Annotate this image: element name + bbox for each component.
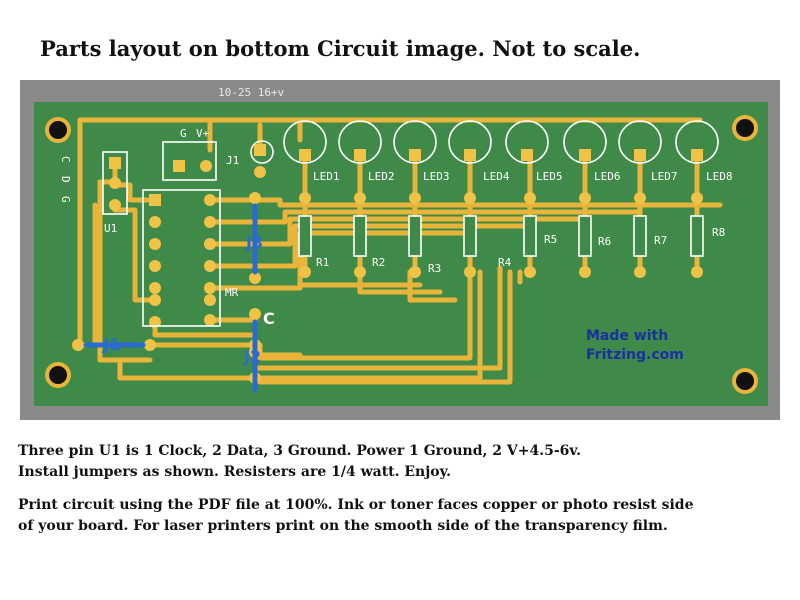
j3-label: J3 [245,233,263,252]
resistor-label: R3 [428,262,441,275]
credit-line-2: Fritzing.com [586,347,684,363]
instruction-line: Print circuit using the PDF file at 100%… [18,497,694,513]
instruction-line: of your board. For laser printers print … [18,518,668,534]
mounting-holes [45,115,758,394]
led-label: LED1 [313,170,340,183]
instruction-line: Install jumpers as shown. Resisters are … [18,464,452,480]
led-label: LED4 [483,170,510,183]
u1-label: U1 [104,222,117,235]
resistor-label: R1 [316,256,329,269]
side-pin-c: C [59,156,72,163]
side-pin-g: G [59,196,72,203]
credit-line-1: Made with [586,328,668,344]
led-label: LED7 [651,170,678,183]
resistor-label: R7 [654,234,667,247]
j1-label: J1 [102,335,120,354]
mr-label: MR [225,286,239,299]
led-outlines [283,120,719,164]
version-label: 10-25 16+v [218,86,285,99]
silkscreen-outlines [102,140,274,327]
resistor-label: R5 [544,233,557,246]
instruction-paragraph-1: Three pin U1 is 1 Clock, 2 Data, 3 Groun… [18,441,581,483]
resistor-label: R2 [372,256,385,269]
page-title: Parts layout on bottom Circuit image. No… [40,36,641,61]
instruction-paragraph-2: Print circuit using the PDF file at 100%… [18,495,694,537]
jumper-wires [83,203,258,393]
led-label: LED8 [706,170,733,183]
connector-label-j1: J1 [226,154,239,167]
header-label-g: G [180,127,187,140]
led-label: LED3 [423,170,450,183]
led-label: LED2 [368,170,395,183]
j2-label: J2 [243,347,261,366]
resistor-label: R4 [498,256,512,269]
instruction-line: Three pin U1 is 1 Clock, 2 Data, 3 Groun… [18,443,581,459]
led-label: LED6 [594,170,621,183]
resistor-label: R8 [712,226,725,239]
cap-label: C [263,309,275,328]
resistor-label: R6 [598,235,611,248]
component-pads [72,144,703,384]
led-labels: LED1 LED2 LED3 LED4 LED5 LED6 LED7 LED8 [313,170,733,183]
header-label-vplus: V+ [196,127,210,140]
resistor-bodies [298,215,704,257]
led-label: LED5 [536,170,563,183]
side-pin-d: D [59,176,72,183]
resistor-labels: R1 R2 R3 R4 R5 R6 R7 R8 [316,226,725,275]
